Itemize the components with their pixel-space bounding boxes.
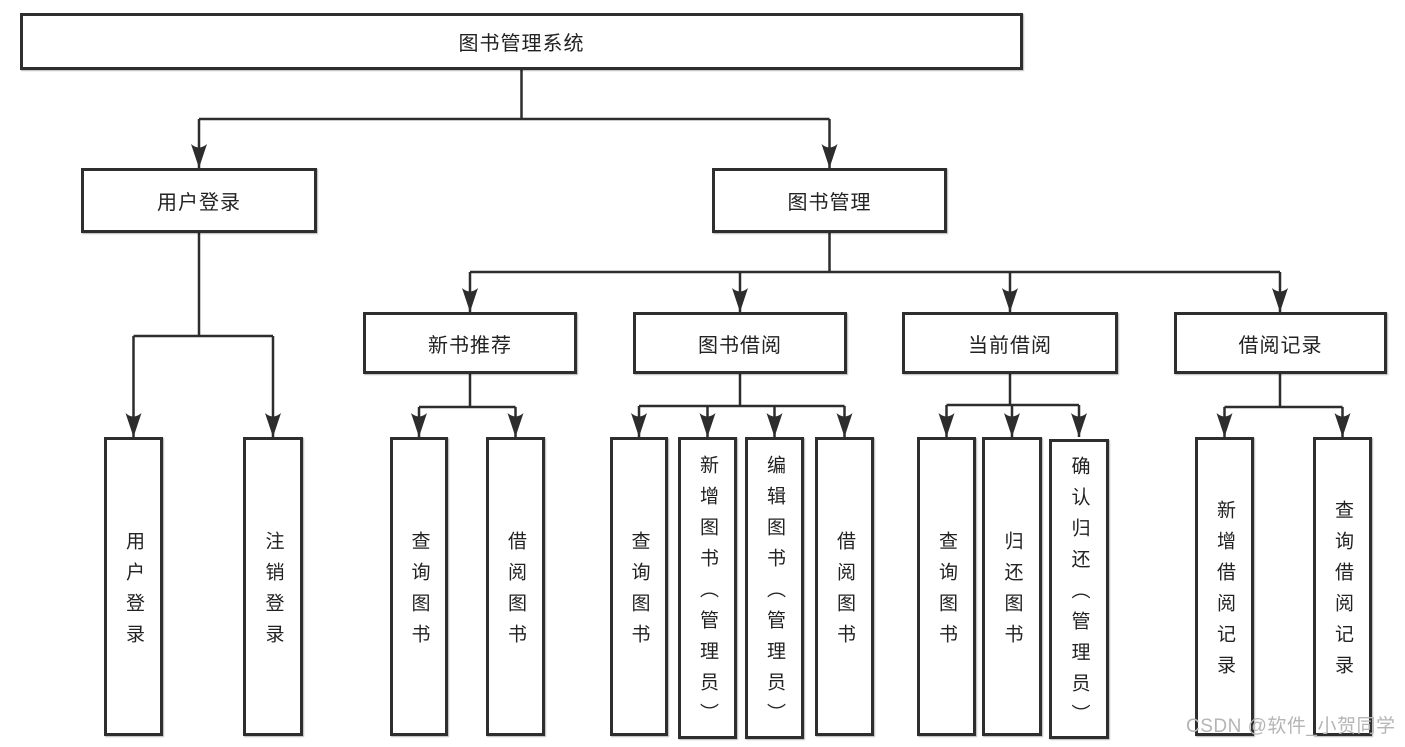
leaf-query-borrow-record-label: 查询借阅记录 xyxy=(1332,499,1353,686)
leaf-user-login: 用户登录 xyxy=(104,437,163,736)
node-borrowing-records: 借阅记录 xyxy=(1174,312,1387,374)
leaf-query-borrow-record: 查询借阅记录 xyxy=(1313,437,1372,736)
leaf-add-borrow-record-label: 新增借阅记录 xyxy=(1214,499,1235,686)
leaf-confirm-return-admin-label: 确认归还（管理员） xyxy=(1068,455,1090,735)
leaf-query-books-current-label: 查询图书 xyxy=(936,530,957,655)
leaf-borrow-books-recommend: 借阅图书 xyxy=(486,437,545,736)
node-root-label: 图书管理系统 xyxy=(458,33,585,55)
leaf-edit-books-admin: 编辑图书（管理员） xyxy=(745,437,804,739)
node-book-borrowing-label: 图书借阅 xyxy=(698,334,782,357)
node-new-book-recommend: 新书推荐 xyxy=(363,312,577,374)
node-book-management-label: 图书管理 xyxy=(787,192,872,214)
node-borrowing-records-label: 借阅记录 xyxy=(1238,334,1323,357)
watermark-text: CSDN @软件_小贺同学 xyxy=(1186,716,1396,737)
leaf-user-login-label: 用户登录 xyxy=(123,530,144,655)
leaf-logout: 注销登录 xyxy=(243,437,303,736)
leaf-return-books-label: 归还图书 xyxy=(1001,530,1023,655)
leaf-borrow-books: 借阅图书 xyxy=(815,437,874,736)
node-book-borrowing: 图书借阅 xyxy=(633,312,847,374)
node-user-login-label: 用户登录 xyxy=(157,192,241,214)
leaf-return-books: 归还图书 xyxy=(982,437,1042,736)
node-current-borrowing-label: 当前借阅 xyxy=(968,334,1052,357)
node-current-borrowing: 当前借阅 xyxy=(902,312,1118,374)
leaf-query-books-recommend-label: 查询图书 xyxy=(408,530,430,655)
leaf-query-books-recommend: 查询图书 xyxy=(390,437,448,736)
connector-rails xyxy=(133,70,1343,409)
connector-arrows xyxy=(125,119,1351,437)
node-user-login: 用户登录 xyxy=(81,168,317,233)
leaf-query-books-current: 查询图书 xyxy=(917,437,976,736)
leaf-borrow-books-recommend-label: 借阅图书 xyxy=(505,530,526,655)
leaf-add-borrow-record: 新增借阅记录 xyxy=(1195,437,1254,736)
node-new-book-recommend-label: 新书推荐 xyxy=(428,334,512,357)
leaf-borrow-books-label: 借阅图书 xyxy=(834,530,855,655)
node-root: 图书管理系统 xyxy=(20,13,1023,70)
node-book-management: 图书管理 xyxy=(712,168,947,233)
leaf-add-books-admin-label: 新增图书（管理员） xyxy=(697,454,718,734)
leaf-add-books-admin: 新增图书（管理员） xyxy=(678,437,737,739)
leaf-edit-books-admin-label: 编辑图书（管理员） xyxy=(764,454,785,734)
leaf-confirm-return-admin: 确认归还（管理员） xyxy=(1049,439,1109,739)
leaf-logout-label: 注销登录 xyxy=(262,530,284,655)
leaf-query-books-borrow-label: 查询图书 xyxy=(628,530,650,655)
leaf-query-books-borrow: 查询图书 xyxy=(610,437,668,736)
